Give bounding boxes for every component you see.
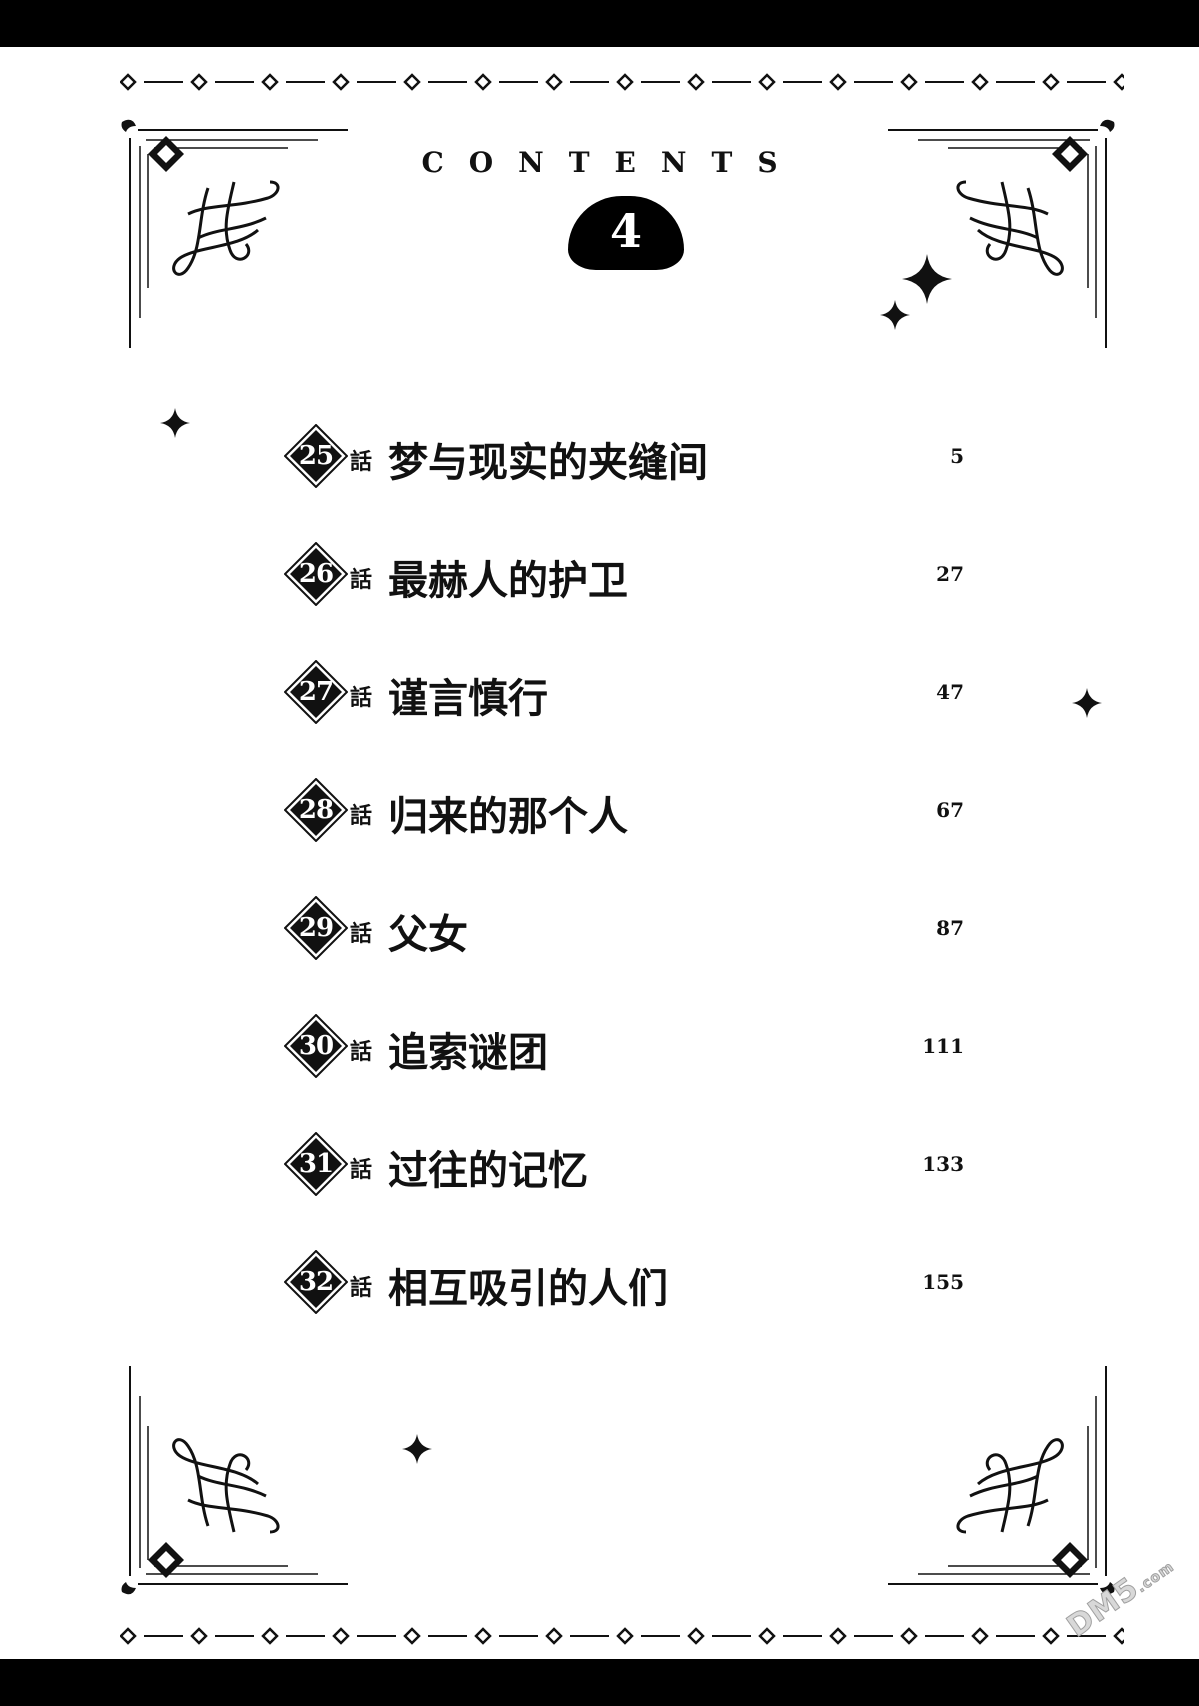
page-number: 27 [936,562,964,586]
episode-title: 过往的记忆 [388,1148,588,1194]
episode-title: 最赫人的护卫 [388,558,628,604]
toc-entry[interactable]: 28 話 归来的那个人 67 [284,776,964,846]
episode-suffix: 話 [350,1040,373,1065]
diamond-badge-icon [284,660,348,724]
sparkle-icon [880,300,910,334]
episode-number: 29 [298,913,334,943]
page-number: 87 [936,916,964,940]
diamond-badge-icon [284,1014,348,1078]
episode-badge: 32 [284,1250,348,1314]
top-diamond-border [120,72,1124,92]
watermark-domain: .com [1133,1558,1178,1597]
sparkle-icon [402,1434,432,1468]
toc-entry[interactable]: 32 話 相互吸引的人们 155 [284,1248,964,1318]
episode-number: 25 [298,441,334,471]
toc-entry[interactable]: 30 話 追索谜团 111 [284,1012,964,1082]
episode-badge: 26 [284,542,348,606]
episode-suffix: 話 [350,1276,373,1301]
volume-number: 4 [609,204,642,258]
episode-badge: 30 [284,1014,348,1078]
episode-suffix: 話 [350,922,373,947]
bottom-black-band [0,1659,1199,1706]
sparkle-icon [160,408,190,442]
contents-heading: CONTENTS [421,146,803,179]
page-number: 111 [922,1034,964,1058]
episode-number: 28 [298,795,334,825]
diamond-badge-icon [284,1132,348,1196]
diamond-badge-icon [284,542,348,606]
top-black-band [0,0,1199,47]
toc-entry[interactable]: 31 話 过往的记忆 133 [284,1130,964,1200]
episode-badge: 29 [284,896,348,960]
episode-number: 32 [298,1267,334,1297]
diamond-badge-icon [284,778,348,842]
episode-suffix: 話 [350,804,373,829]
episode-badge: 25 [284,424,348,488]
page-number: 155 [922,1270,964,1294]
toc-entry[interactable]: 27 話 谨言慎行 47 [284,658,964,728]
corner-ornament-top-left [118,118,348,352]
corner-ornament-bottom-right [888,1362,1118,1596]
corner-ornament-top-right [888,118,1118,352]
episode-badge: 28 [284,778,348,842]
episode-number: 30 [298,1031,334,1061]
episode-suffix: 話 [350,568,373,593]
episode-title: 梦与现实的夹缝间 [388,440,708,486]
episode-title: 父女 [388,912,468,958]
page-number: 5 [950,444,964,468]
toc-entry[interactable]: 29 話 父女 87 [284,894,964,964]
episode-title: 追索谜团 [388,1030,548,1076]
toc-entry[interactable]: 25 話 梦与现实的夹缝间 5 [284,422,964,492]
corner-ornament-bottom-left [118,1362,348,1596]
volume-badge: 4 [568,196,684,270]
bottom-diamond-border [120,1626,1124,1646]
episode-suffix: 話 [350,1158,373,1183]
episode-suffix: 話 [350,686,373,711]
episode-number: 27 [298,677,334,707]
page-number: 133 [922,1152,964,1176]
episode-title: 归来的那个人 [388,794,628,840]
episode-number: 31 [298,1149,334,1179]
page-number: 47 [936,680,964,704]
episode-title: 相互吸引的人们 [388,1266,668,1312]
episode-badge: 27 [284,660,348,724]
toc-entry[interactable]: 26 話 最赫人的护卫 27 [284,540,964,610]
diamond-badge-icon [284,424,348,488]
diamond-badge-icon [284,896,348,960]
episode-suffix: 話 [350,450,373,475]
episode-title: 谨言慎行 [388,676,548,722]
episode-badge: 31 [284,1132,348,1196]
sparkle-icon [902,254,952,308]
diamond-badge-icon [284,1250,348,1314]
episode-number: 26 [298,559,334,589]
sparkle-icon [1072,688,1102,722]
page-number: 67 [936,798,964,822]
